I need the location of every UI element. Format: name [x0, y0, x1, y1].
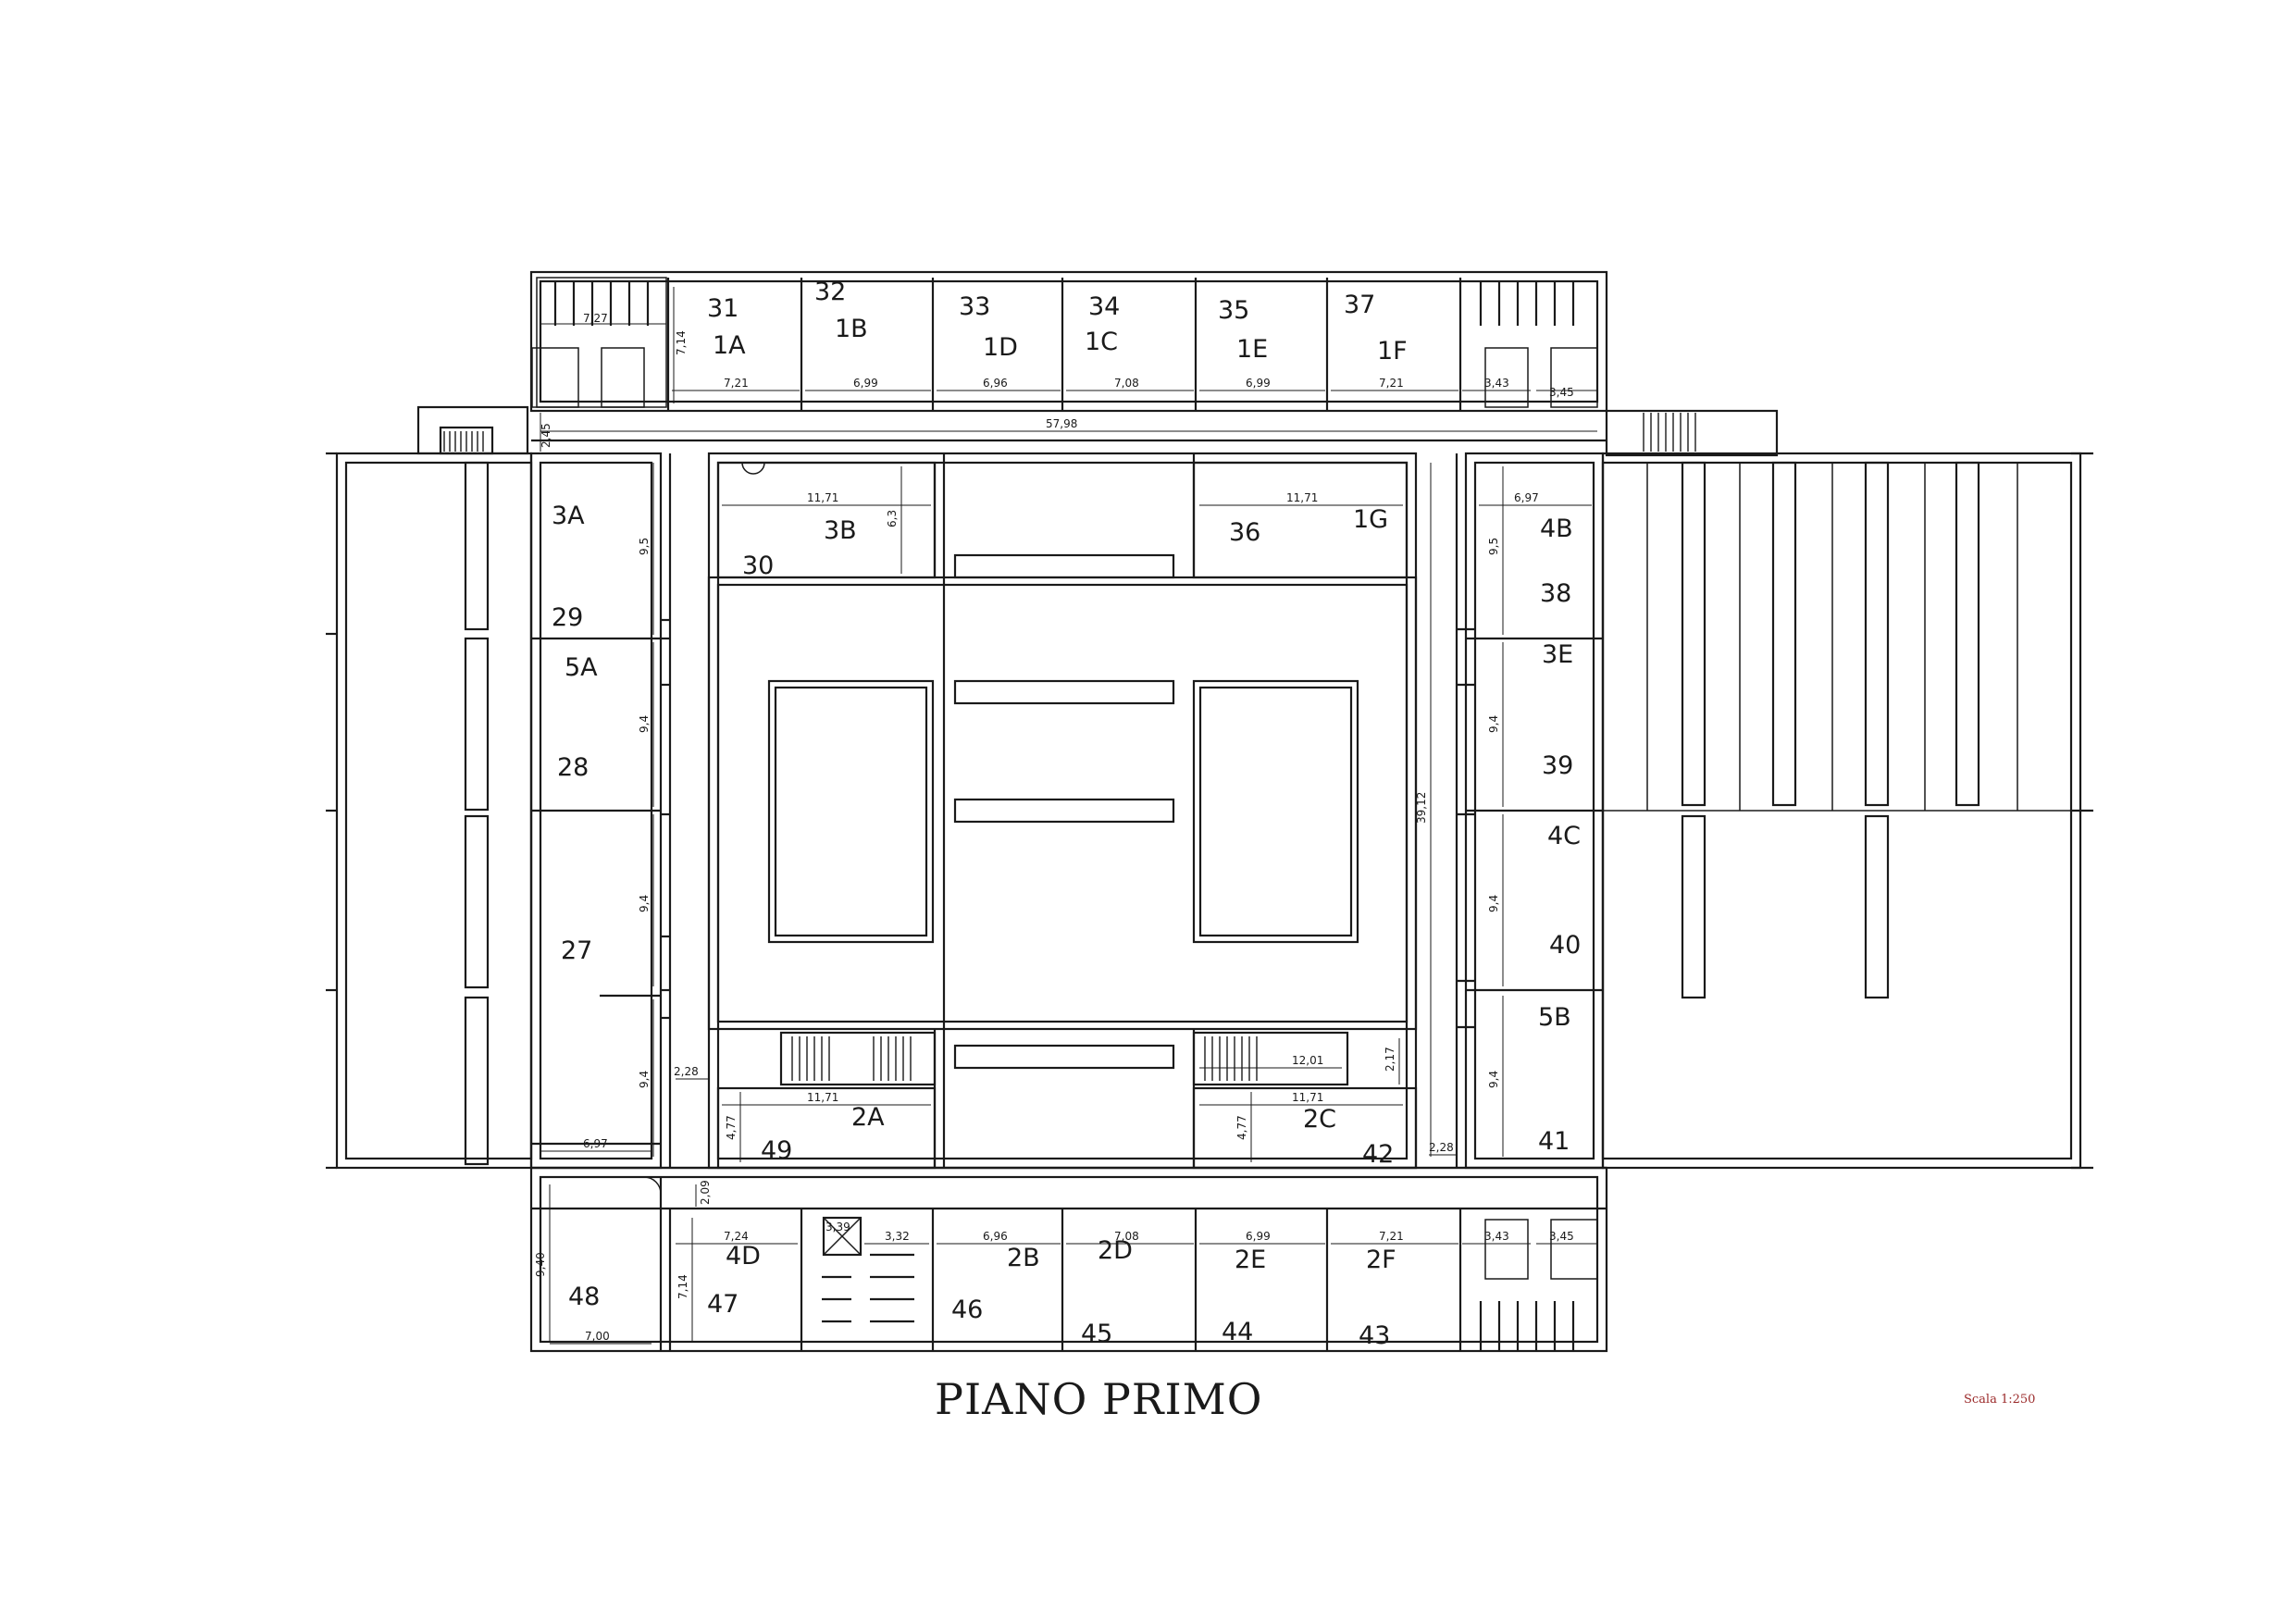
dimension-label: 6,99: [853, 377, 878, 390]
dimension-texts: 7,27 7,14 7,21 6,99 6,96 7,08 6,99 7,21 …: [534, 312, 1574, 1343]
dimension-label: 7,21: [724, 377, 749, 390]
room-number-40: 40: [1549, 931, 1581, 960]
dimension-label: 6,97: [583, 1137, 608, 1150]
dimension-lines: [540, 287, 1597, 1345]
room-number-47: 47: [707, 1290, 738, 1319]
room-number-28: 28: [557, 753, 589, 782]
room-code-2D: 2D: [1098, 1236, 1133, 1265]
dimension-label: 12,01: [1292, 1054, 1323, 1067]
dimension-label: 11,71: [1292, 1091, 1323, 1104]
dimension-label: 57,98: [1046, 417, 1077, 430]
dimension-label: 9,5: [1487, 538, 1500, 555]
room-number-38: 38: [1540, 579, 1571, 608]
dimension-label: 4,77: [725, 1115, 738, 1140]
dimension-label: 7,14: [676, 1274, 689, 1299]
dimension-label: 39,12: [1415, 792, 1428, 824]
dimension-label: 9,4: [638, 895, 651, 912]
dimension-label: 2,09: [699, 1180, 712, 1205]
dimension-label: 7,14: [675, 330, 688, 355]
room-number-46: 46: [951, 1295, 983, 1324]
scale-label: Scala 1:250: [1964, 1393, 2035, 1407]
dimension-label: 11,71: [807, 1091, 838, 1104]
dimension-label: 7,21: [1379, 377, 1404, 390]
room-code-1A: 1A: [713, 331, 746, 360]
room-number-29: 29: [552, 603, 583, 632]
room-number-39: 39: [1542, 751, 1573, 780]
floor-plan-walls: [326, 270, 2093, 1353]
dimension-label: 6,97: [1514, 491, 1539, 504]
room-code-2F: 2F: [1366, 1246, 1396, 1274]
dimension-label: 6,99: [1246, 1230, 1271, 1243]
room-code-2B: 2B: [1007, 1244, 1040, 1272]
room-number-35: 35: [1218, 296, 1249, 325]
room-code-1F: 1F: [1377, 337, 1408, 366]
room-number-45: 45: [1081, 1320, 1112, 1348]
dimension-label: 2,17: [1384, 1047, 1396, 1072]
dimension-label: 9,4: [638, 715, 651, 733]
dimension-label: 7,08: [1114, 377, 1139, 390]
dimension-label: 11,71: [807, 491, 838, 504]
room-number-43: 43: [1359, 1321, 1390, 1350]
dimension-label: 7,24: [724, 1230, 749, 1243]
room-code-5A: 5A: [565, 653, 598, 682]
room-number-27: 27: [561, 936, 592, 965]
dimension-label: 7,08: [1114, 1230, 1139, 1243]
room-number-33: 33: [959, 292, 990, 321]
room-number-31: 31: [707, 294, 738, 323]
room-code-2A: 2A: [851, 1103, 885, 1132]
room-code-3A: 3A: [552, 502, 585, 530]
room-code-1G: 1G: [1353, 505, 1388, 534]
room-labels: 31 1A 32 1B 33 1D 34 1C 35 1E 37 1F 3A 2…: [552, 278, 1581, 1350]
dimension-label: 7,27: [583, 312, 608, 325]
room-code-4B: 4B: [1540, 514, 1573, 543]
dimension-label: 4,77: [1235, 1115, 1248, 1140]
room-code-1D: 1D: [983, 333, 1018, 362]
dimension-label: 3,32: [885, 1230, 910, 1243]
plan-title: PIANO PRIMO: [935, 1374, 1263, 1424]
room-code-1B: 1B: [835, 315, 868, 343]
dimension-label: 3,39: [825, 1221, 850, 1233]
dimension-label: 3,45: [1549, 1230, 1574, 1243]
room-number-48: 48: [568, 1283, 600, 1311]
room-code-5B: 5B: [1538, 1003, 1571, 1032]
room-number-32: 32: [814, 278, 846, 306]
dimension-label: 9,4: [1487, 895, 1500, 912]
room-number-30: 30: [742, 552, 774, 580]
room-number-36: 36: [1229, 518, 1260, 547]
dimension-label: 6,3: [886, 510, 899, 527]
room-number-41: 41: [1538, 1127, 1570, 1156]
dimension-label: 3,45: [1549, 386, 1574, 399]
dimension-label: 9,4: [1487, 1071, 1500, 1088]
dimension-label: 3,43: [1484, 377, 1509, 390]
room-code-3B: 3B: [824, 516, 857, 545]
room-code-2C: 2C: [1303, 1105, 1336, 1134]
dimension-label: 2,28: [1429, 1141, 1454, 1154]
dimension-label: 7,00: [585, 1330, 610, 1343]
room-code-4C: 4C: [1547, 822, 1581, 850]
room-code-3E: 3E: [1542, 640, 1573, 669]
dimension-label: 3,43: [1484, 1230, 1509, 1243]
room-code-4D: 4D: [726, 1242, 761, 1271]
dimension-label: 2,45: [540, 423, 552, 448]
dimension-label: 6,99: [1246, 377, 1271, 390]
dimension-label: 2,28: [674, 1065, 699, 1078]
room-number-49: 49: [761, 1136, 792, 1165]
room-number-42: 42: [1362, 1140, 1394, 1169]
dimension-label: 7,21: [1379, 1230, 1404, 1243]
dimension-label: 9,5: [638, 538, 651, 555]
dimension-label: 6,96: [983, 377, 1008, 390]
dimension-label: 9,40: [534, 1252, 547, 1277]
room-number-37: 37: [1344, 291, 1375, 319]
stair-hatching: [443, 413, 1696, 1081]
room-code-1E: 1E: [1236, 335, 1268, 364]
room-code-1C: 1C: [1085, 328, 1118, 356]
dimension-label: 11,71: [1286, 491, 1318, 504]
dimension-label: 9,4: [1487, 715, 1500, 733]
room-code-2E: 2E: [1235, 1246, 1266, 1274]
dimension-label: 6,96: [983, 1230, 1008, 1243]
dimension-label: 9,4: [638, 1071, 651, 1088]
room-number-44: 44: [1222, 1318, 1253, 1346]
room-number-34: 34: [1088, 292, 1120, 321]
